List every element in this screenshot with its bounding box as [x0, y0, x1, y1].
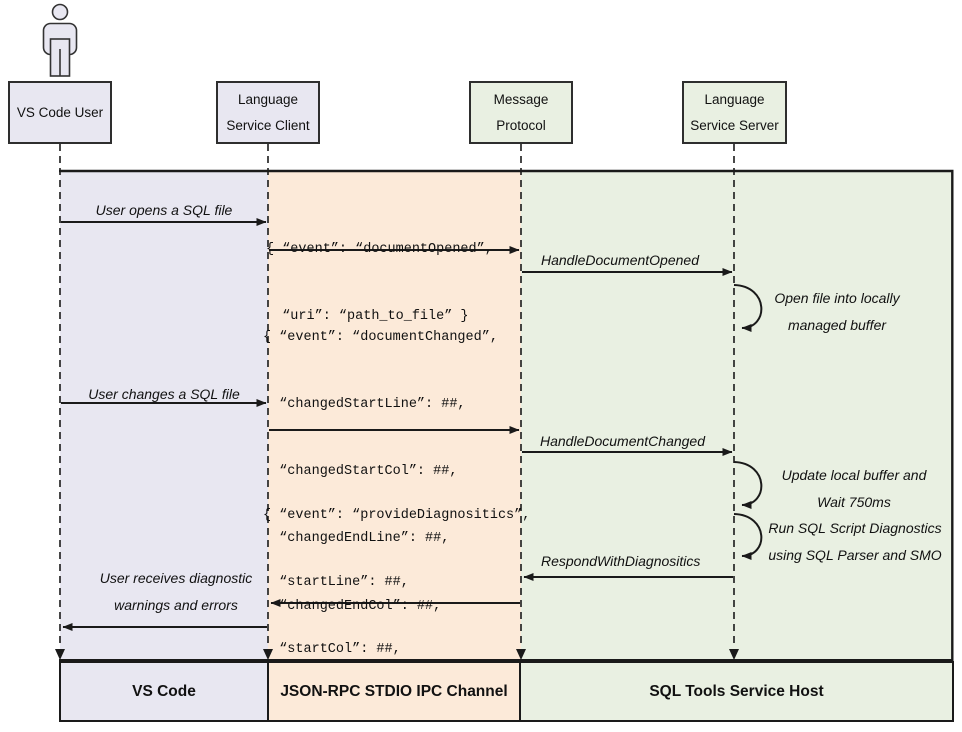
- note-line2: using SQL Parser and SMO: [768, 547, 942, 563]
- lane-band-vscode: [60, 172, 268, 659]
- actor-box-language-service-server: Language Service Server: [682, 81, 787, 144]
- payload-line: “changedEndLine”: ##,: [263, 531, 450, 547]
- note-open-buffer: Open file into locally managed buffer: [742, 285, 932, 339]
- lane-box-sql-tools-service-host: SQL Tools Service Host: [519, 661, 954, 722]
- lane-box-json-rpc-channel: JSON-RPC STDIO IPC Channel: [267, 661, 521, 722]
- payload-line: { “event”: “provideDiagnositics”,: [263, 507, 531, 523]
- message-label-handle-document-opened: HandleDocumentOpened: [541, 252, 699, 268]
- lane-label: VS Code: [132, 682, 196, 700]
- message-label-user-opens-file: User opens a SQL file: [95, 202, 233, 218]
- actor-label: VS Code User: [16, 104, 104, 120]
- note-line1: Run SQL Script Diagnostics: [768, 520, 942, 536]
- note-line1: Update local buffer and: [781, 467, 927, 483]
- message-label-handle-document-changed: HandleDocumentChanged: [540, 433, 705, 449]
- payload-line: “uri”: “path_to_file” }: [266, 309, 469, 325]
- message-label-line1: User receives diagnostic: [99, 570, 253, 586]
- note-update-buffer: Update local buffer and Wait 750ms: [750, 462, 958, 516]
- note-run-diagnostics: Run SQL Script Diagnostics using SQL Par…: [750, 515, 960, 569]
- actor-box-language-service-client: Language Service Client: [216, 81, 320, 144]
- note-line2: managed buffer: [787, 317, 887, 333]
- payload-document-opened: { “event”: “documentOpened”, “uri”: “pat…: [266, 194, 493, 373]
- message-label-respond-with-diagnostics: RespondWithDiagnositics: [541, 553, 701, 569]
- payload-line: “changedStartCol”: ##,: [263, 464, 458, 480]
- payload-line: “startCol”: ##,: [263, 642, 401, 658]
- message-label-line2: warnings and errors: [114, 597, 238, 613]
- user-actor-icon: [42, 3, 78, 77]
- terminator-arrow-client: [263, 649, 273, 660]
- lane-box-vscode: VS Code: [59, 661, 269, 722]
- payload-line: “startLine”: ##,: [263, 575, 409, 591]
- terminator-arrow-protocol: [516, 649, 526, 660]
- actor-box-vscode-user: VS Code User: [8, 81, 112, 144]
- payload-line: { “event”: “documentChanged”,: [263, 329, 498, 345]
- message-label-user-receives-diagnostics: User receives diagnostic warnings and er…: [60, 565, 292, 619]
- payload-line: “changedStartLine”: ##,: [263, 397, 466, 413]
- self-loop-open-buffer: [733, 284, 763, 332]
- lane-band-ipc-channel: [268, 172, 521, 659]
- actor-label-line2: Service Client: [226, 117, 310, 133]
- self-loop-update-buffer: [733, 461, 763, 509]
- terminator-arrow-user: [55, 649, 65, 660]
- note-line2: Wait 750ms: [817, 494, 891, 510]
- lane-label: JSON-RPC STDIO IPC Channel: [280, 682, 508, 700]
- actor-label-line2: Service Server: [690, 117, 779, 133]
- payload-line: { “event”: “documentOpened”,: [266, 241, 493, 257]
- actor-label-line2: Protocol: [496, 117, 546, 133]
- actor-box-message-protocol: Message Protocol: [469, 81, 573, 144]
- self-loop-run-diagnostics: [733, 513, 763, 560]
- terminator-arrow-server: [729, 649, 739, 660]
- actor-label-line1: Language: [237, 91, 299, 107]
- payload-line: “changedEndCol”: ##,: [263, 598, 442, 614]
- note-line1: Open file into locally: [774, 290, 900, 306]
- message-label-user-changes-file: User changes a SQL file: [88, 386, 240, 402]
- actor-label-line1: Message: [493, 91, 549, 107]
- lane-label: SQL Tools Service Host: [649, 682, 824, 700]
- actor-label-line1: Language: [704, 91, 765, 107]
